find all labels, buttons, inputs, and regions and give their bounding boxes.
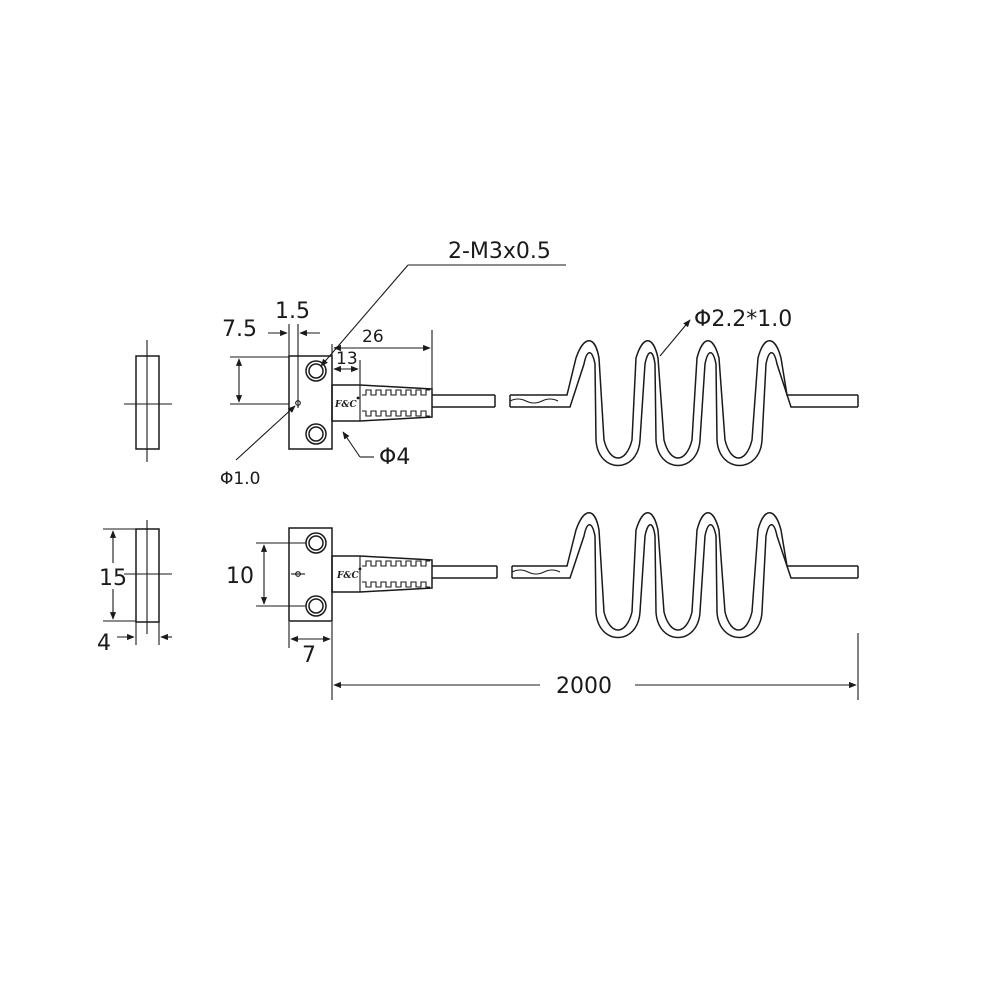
fiber-coil-bottom [512, 512, 859, 639]
side-view-bottom [124, 520, 172, 634]
dim-1-5: 1.5 [268, 299, 320, 398]
dim-2000: 2000 [331, 633, 859, 700]
cable-bottom [432, 565, 561, 579]
dim-7: 7 [288, 622, 333, 668]
thread-spec-label: 2-M3x0.5 [448, 239, 551, 264]
dim-15: 15 [99, 528, 136, 622]
dim-26-label: 26 [362, 327, 384, 347]
cable-boot-bottom: F&C [331, 555, 433, 593]
dim-15-label: 15 [99, 566, 127, 591]
dim-26: 26 [333, 327, 433, 389]
phi-4-label: Φ4 [379, 445, 410, 470]
phi-1-0-callout: Φ1.0 [220, 405, 296, 489]
side-view-top [124, 340, 172, 462]
phi-4-callout: Φ4 [342, 431, 410, 470]
dim-4: 4 [97, 622, 172, 656]
dim-10-label: 10 [226, 564, 254, 589]
fiber-spec-label: Φ2.2*1.0 [694, 307, 792, 332]
cable-boot-top: F&C [331, 384, 433, 422]
sensor-head-bottom [288, 527, 333, 622]
fiber-coil-top [510, 340, 859, 467]
dim-7-5-label: 7.5 [222, 317, 257, 342]
dim-2000-label: 2000 [556, 674, 612, 699]
fiber-spec-callout: Φ2.2*1.0 [659, 307, 792, 357]
brand-logo-top: F&C [334, 400, 358, 410]
dim-7-5: 7.5 [222, 317, 289, 405]
dim-13: 13 [331, 344, 361, 385]
dim-10: 10 [226, 542, 306, 607]
dim-4-label: 4 [97, 631, 111, 656]
brand-logo-bottom: F&C [336, 571, 360, 581]
sensor-head-top [288, 355, 333, 450]
dim-7-label: 7 [302, 643, 316, 668]
dim-13-label: 13 [336, 349, 358, 369]
thread-spec-callout: 2-M3x0.5 [320, 239, 566, 367]
cable-top [432, 394, 559, 408]
phi-1-0-label: Φ1.0 [220, 469, 260, 489]
dim-1-5-label: 1.5 [275, 299, 310, 324]
